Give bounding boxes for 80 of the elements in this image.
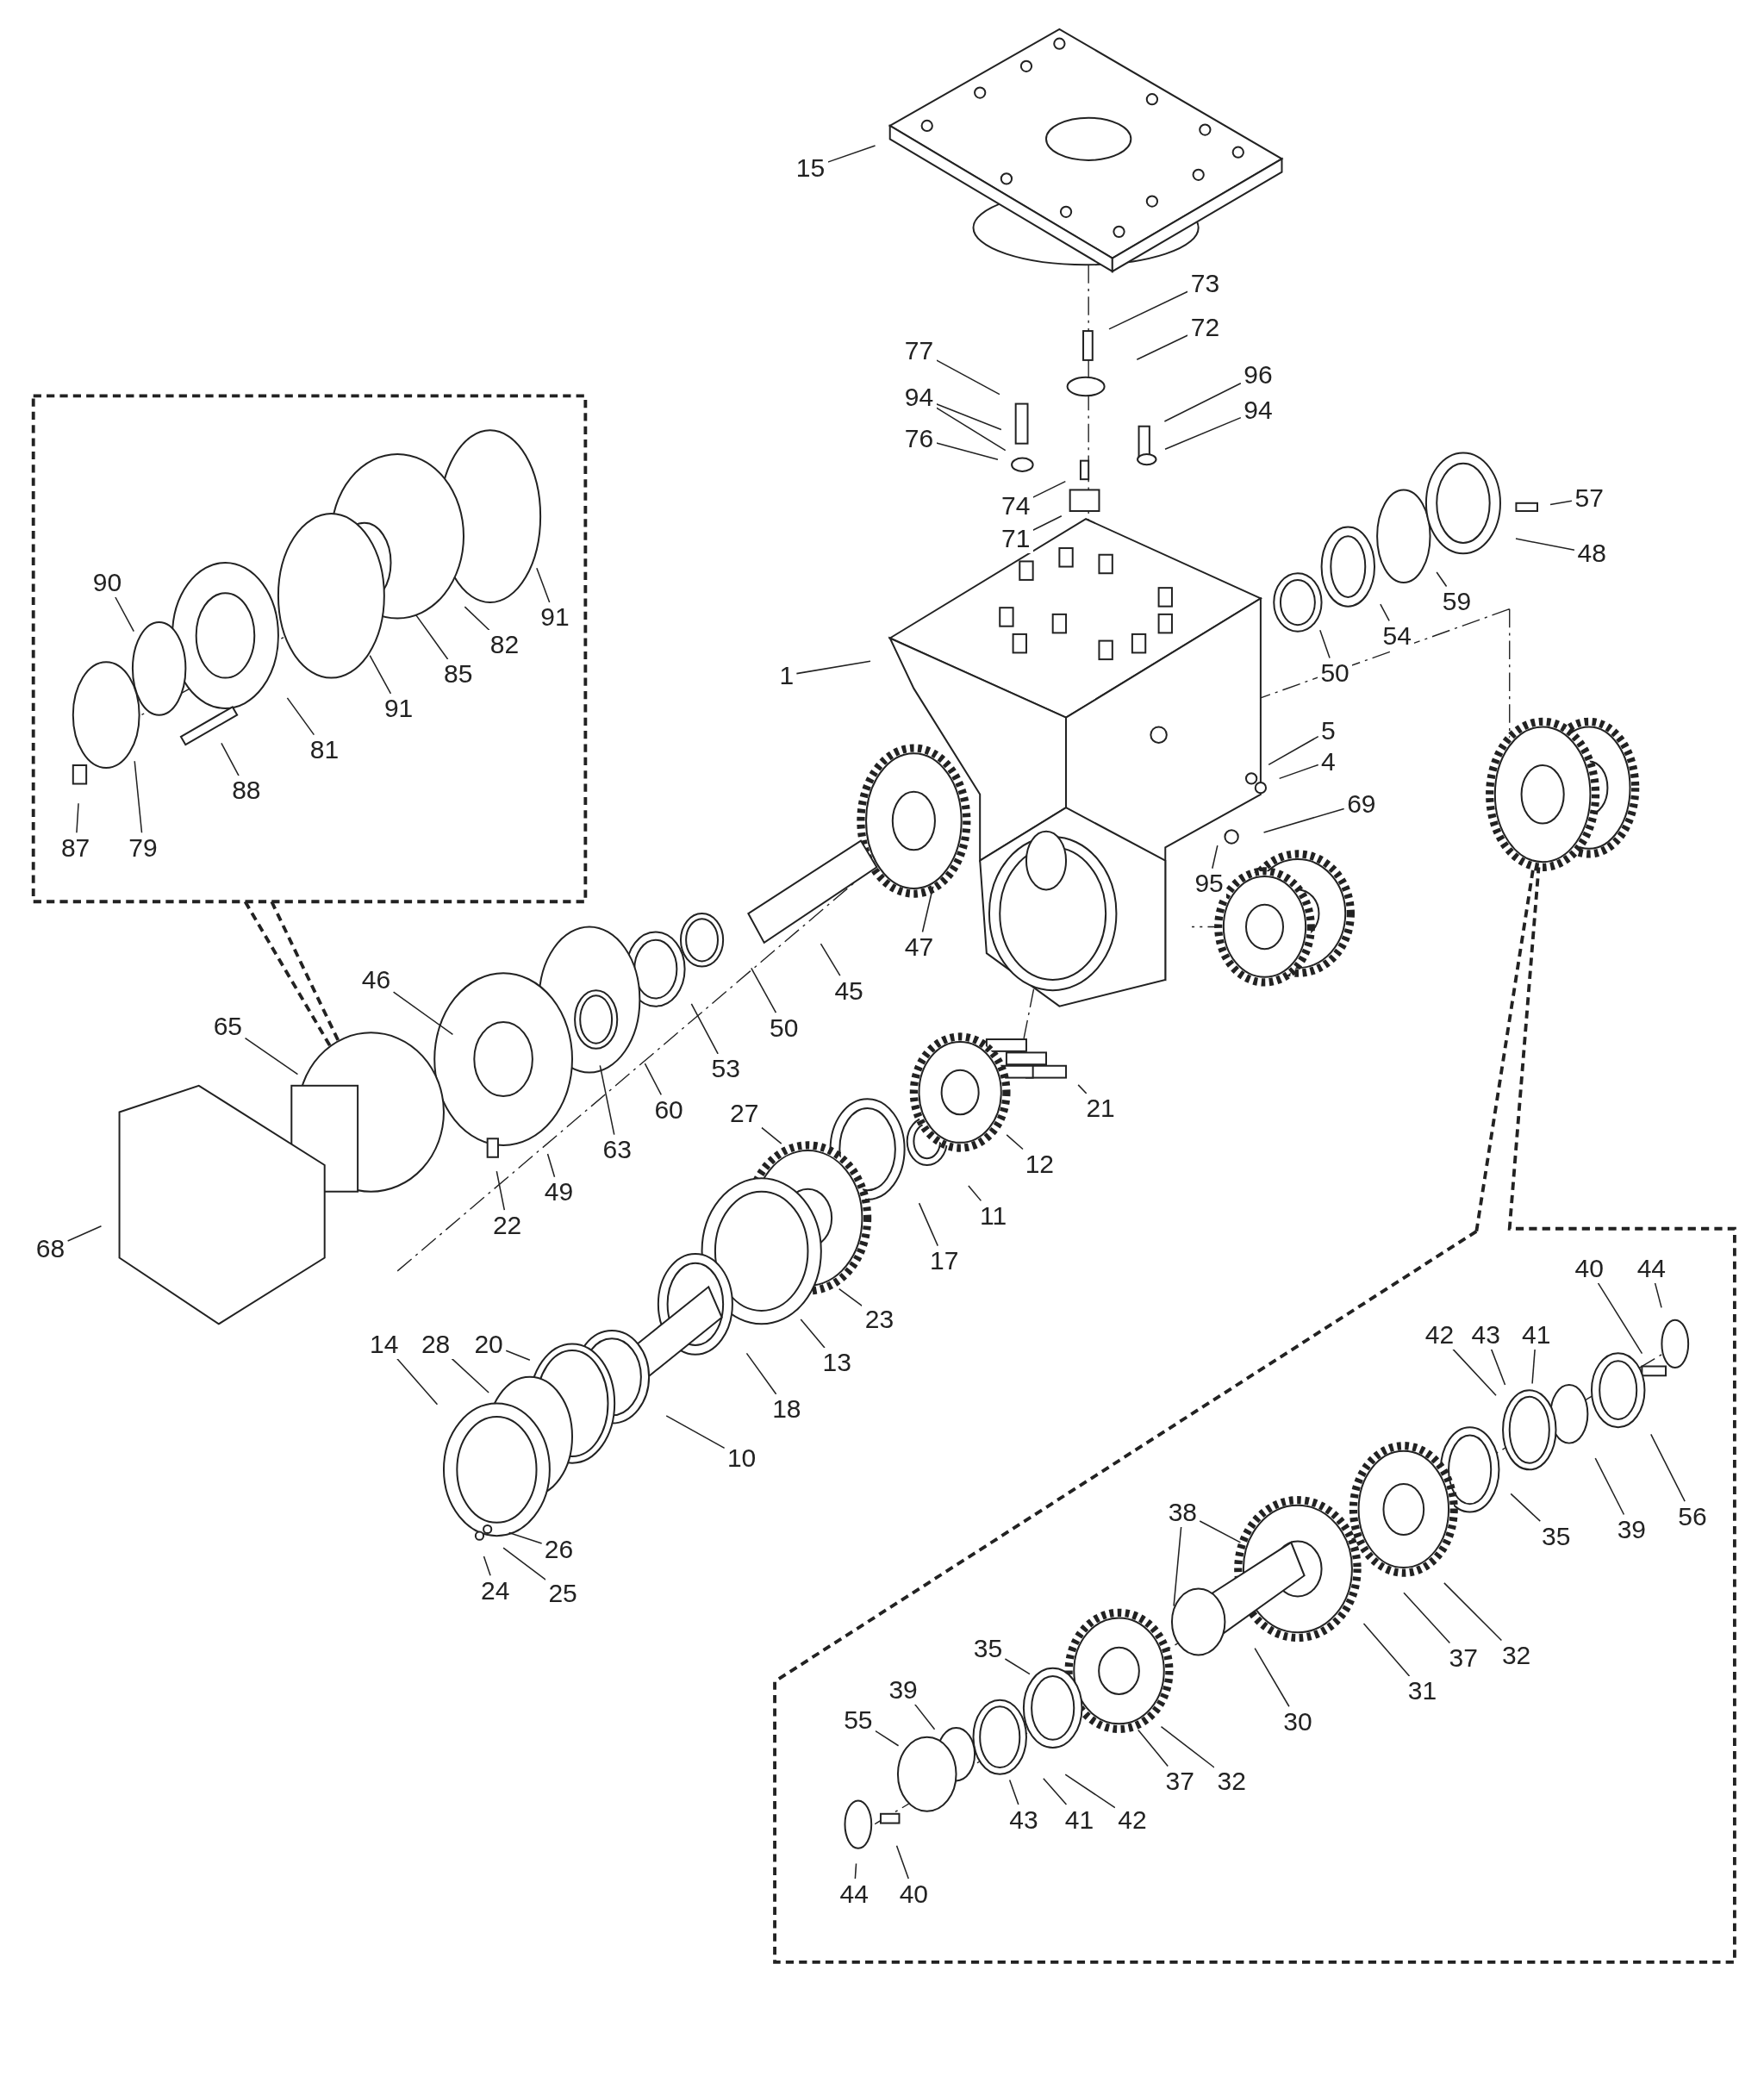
leader-line	[415, 614, 449, 660]
leader-line	[918, 1202, 938, 1247]
leader-line	[1510, 1493, 1542, 1522]
leader-line	[1004, 1658, 1031, 1675]
leader-line	[1597, 1282, 1643, 1355]
leader-line	[1043, 1777, 1068, 1805]
leader-line	[935, 442, 999, 460]
leader-line	[690, 1003, 719, 1055]
leader-line	[392, 991, 454, 1036]
leader-line	[464, 606, 490, 631]
leader-line	[1549, 500, 1573, 506]
leader-line	[1436, 571, 1448, 588]
leader-line	[536, 567, 551, 603]
leader-line	[1403, 1592, 1451, 1644]
leader-line	[1380, 603, 1390, 622]
leader-line	[599, 1064, 615, 1136]
leader-line	[369, 654, 392, 695]
leader-line	[1006, 1134, 1024, 1150]
leader-line	[1164, 416, 1242, 450]
leader-line	[1650, 1433, 1686, 1502]
leader-line	[1160, 1725, 1215, 1768]
leader-line	[913, 1703, 936, 1730]
leader-line	[1531, 1348, 1536, 1385]
leader-line	[1163, 383, 1242, 422]
leader-line	[76, 802, 79, 834]
leader-line	[820, 943, 841, 976]
leader-line	[1490, 1348, 1506, 1386]
leader-line	[1064, 1774, 1116, 1809]
leader-line	[496, 1170, 506, 1211]
leader-line	[1032, 480, 1067, 498]
leader-line	[968, 1185, 982, 1202]
leader-line	[644, 1063, 663, 1096]
leader-line	[134, 760, 143, 834]
leader-line	[854, 1862, 857, 1880]
leader-line	[1319, 629, 1331, 659]
leader-line	[838, 1287, 863, 1307]
leader-line	[1362, 1623, 1411, 1677]
leader-line	[1077, 1084, 1088, 1094]
leader-line	[1212, 845, 1219, 870]
leader-line	[751, 967, 777, 1013]
leader-line	[1654, 1282, 1662, 1309]
leader-line	[1278, 764, 1319, 780]
leader-line	[115, 596, 135, 633]
leader-line	[745, 1352, 777, 1395]
leader-line	[483, 1555, 491, 1576]
leader-line	[826, 145, 876, 163]
leader-line	[396, 1357, 439, 1406]
leader-line	[508, 1531, 543, 1544]
leader-line	[1136, 334, 1189, 360]
leader-line	[1254, 1647, 1290, 1708]
leader-line	[1594, 1457, 1625, 1516]
leader-line	[546, 1153, 556, 1178]
leader-line	[502, 1547, 546, 1580]
leader-line	[1452, 1348, 1497, 1397]
leader-line	[1138, 1729, 1169, 1767]
leader-line	[1262, 807, 1345, 833]
leader-line	[451, 1357, 489, 1393]
leader-line	[1443, 1582, 1503, 1642]
leader-line	[895, 1845, 909, 1880]
leader-line	[665, 1415, 726, 1449]
leader-line	[1032, 514, 1063, 532]
leader-line	[1199, 1520, 1242, 1543]
leader-line	[1268, 735, 1319, 766]
leader-line	[935, 403, 1002, 431]
leader-line	[1108, 290, 1189, 330]
leader-line	[244, 1037, 299, 1075]
leader-line	[760, 1126, 782, 1144]
leader-line	[800, 1319, 826, 1349]
leader-line	[286, 697, 315, 736]
leader-line	[921, 886, 934, 933]
leader-line	[1173, 1525, 1182, 1607]
leader-line	[221, 742, 240, 776]
leader-line	[1515, 538, 1575, 552]
leader-line	[875, 1730, 900, 1747]
leader-line	[935, 359, 1000, 396]
leader-line	[1008, 1779, 1019, 1805]
leader-line	[505, 1350, 531, 1361]
leader-line	[66, 1225, 103, 1242]
leader-line	[795, 660, 871, 675]
leader-line	[935, 407, 1007, 452]
